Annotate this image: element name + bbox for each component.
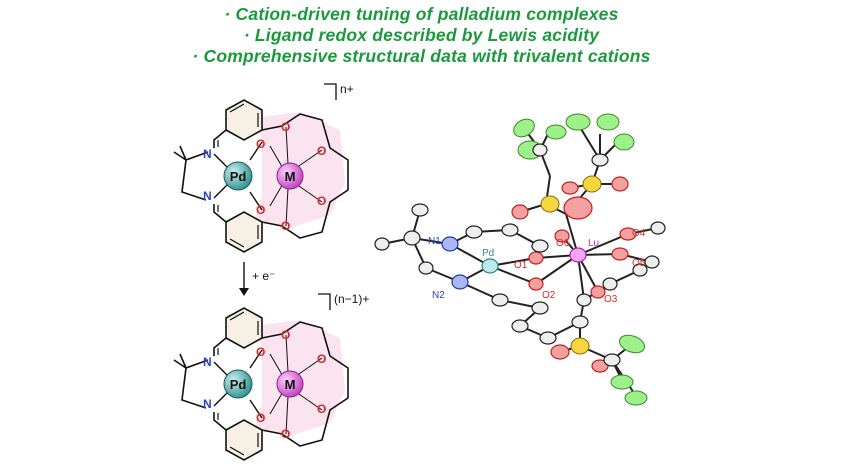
label-o4: O4 xyxy=(632,228,646,239)
o-label: O xyxy=(281,328,290,342)
o-label: O xyxy=(317,402,326,416)
m-atom-icon xyxy=(276,370,304,398)
m-label-bottom: M xyxy=(285,377,296,392)
crystal-structure: N1 N2 Pd Lu O1 O2 O3 O4 O5 O6 xyxy=(374,113,666,406)
bottom-complex-structure: N N O O O O O O Pd M (n−1)+ xyxy=(173,292,369,461)
m-label-top: M xyxy=(285,169,296,184)
o-label: O xyxy=(281,120,290,134)
pd-label-top: Pd xyxy=(230,169,247,184)
label-pd: Pd xyxy=(482,248,494,259)
o-label: O xyxy=(281,427,290,441)
o-label: O xyxy=(317,194,326,208)
o-label: O xyxy=(317,352,326,366)
highlight-3: · Comprehensive structural data with tri… xyxy=(192,46,651,66)
label-o6: O6 xyxy=(556,238,570,249)
benzene-ring-top xyxy=(225,99,263,141)
carbon-atoms xyxy=(374,143,666,367)
label-o1: O1 xyxy=(514,260,528,271)
n-label-bottom-1: N xyxy=(203,355,212,369)
label-n2: N2 xyxy=(432,290,445,301)
pd-label-bottom: Pd xyxy=(230,377,247,392)
pd-atom-crystal xyxy=(481,258,499,274)
charge-bottom: (n−1)+ xyxy=(334,292,369,306)
fluorine-atoms xyxy=(513,113,648,406)
nitrogen-atoms xyxy=(441,236,469,290)
o-label: O xyxy=(256,345,265,359)
reduction-label: + e⁻ xyxy=(252,269,275,283)
top-complex-structure: N N O O O O O O Pd M n+ xyxy=(173,82,354,253)
n-label-bottom-2: N xyxy=(203,397,212,411)
highlights: · Cation-driven tuning of palladium comp… xyxy=(0,4,843,67)
label-lu: Lu xyxy=(588,238,599,249)
benzene-ring-top xyxy=(225,307,263,349)
reduction-arrow: + e⁻ xyxy=(239,262,275,296)
pd-atom-icon xyxy=(223,369,253,399)
oxygen-atoms xyxy=(511,176,637,373)
n-label-top-2: N xyxy=(203,189,212,203)
o-label: O xyxy=(281,219,290,233)
label-o3: O3 xyxy=(604,294,618,305)
o-label: O xyxy=(256,203,265,217)
label-n1: N1 xyxy=(428,236,441,247)
label-o2: O2 xyxy=(542,290,556,301)
charge-top: n+ xyxy=(340,82,354,96)
o-label: O xyxy=(256,137,265,151)
n-label-top-1: N xyxy=(203,147,212,161)
sulfur-atoms xyxy=(540,175,602,355)
lu-atom-crystal xyxy=(569,247,587,263)
highlight-1: · Cation-driven tuning of palladium comp… xyxy=(224,4,619,24)
m-atom-icon xyxy=(276,162,304,190)
o-label: O xyxy=(256,411,265,425)
highlight-2: · Ligand redox described by Lewis acidit… xyxy=(243,25,600,45)
label-o5: O5 xyxy=(632,258,646,269)
pd-atom-icon xyxy=(223,161,253,191)
o-label: O xyxy=(317,144,326,158)
